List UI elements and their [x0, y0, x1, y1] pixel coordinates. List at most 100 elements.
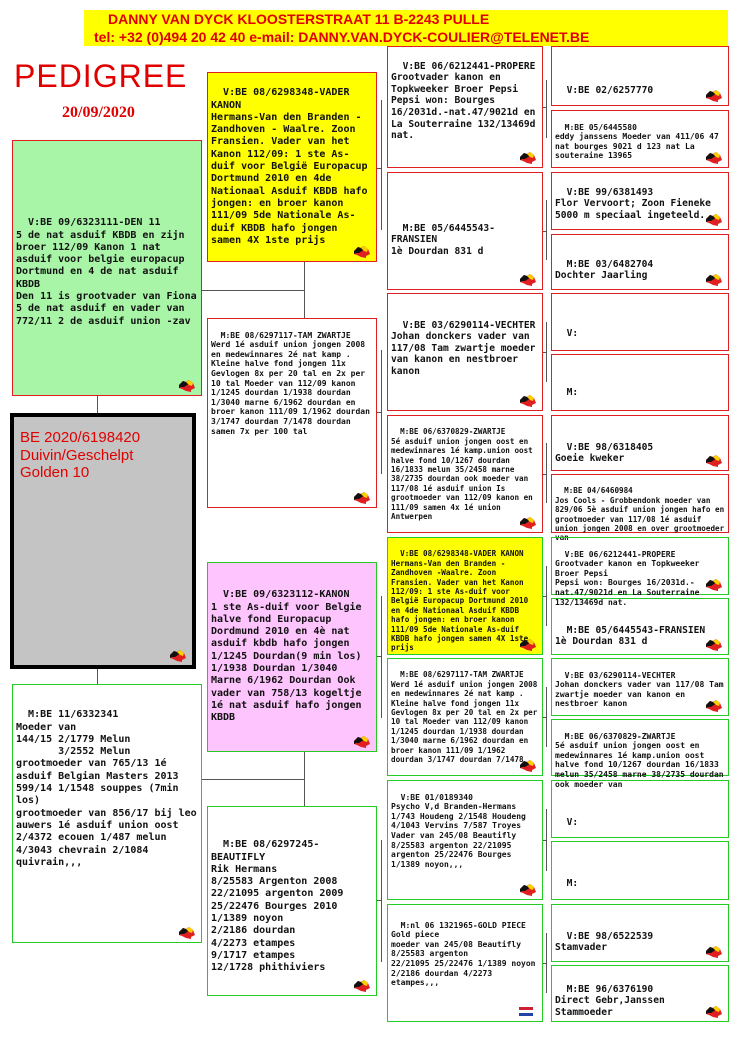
belgium-flag-icon: [518, 516, 538, 530]
header-address: DANNY VAN DYCK KLOOSTERSTRAAT 11 B-2243 …: [108, 11, 490, 27]
belgium-flag-icon: [518, 883, 538, 897]
gen4-dsss-box: V:BE 06/6212441-PROPERE Grootvader kanon…: [551, 537, 729, 607]
connector-line: [304, 752, 305, 806]
connector-line: [377, 412, 382, 413]
belgium-flag-icon: [352, 245, 372, 259]
connector-line: [377, 900, 382, 901]
sire-text: V:BE 09/6323111-DEN 11 5 de nat asduif K…: [16, 217, 197, 327]
subject-box: BE 2020/6198420 Duivin/Geschelpt Golden …: [10, 413, 196, 669]
belgium-flag-icon: [704, 89, 724, 103]
belgium-flag-icon: [518, 273, 538, 287]
gen3-dss-text: V:BE 08/6298348-VADER KANON Hermans-Van …: [391, 549, 529, 653]
gen3-dds-text: V:BE 01/0189340 Psycho V,d Branden-Herma…: [391, 792, 526, 869]
connector-line: [543, 231, 547, 232]
sire-sire-box: V:BE 08/6298348-VADER KANON Hermans-Van …: [207, 72, 377, 262]
belgium-flag-icon: [704, 213, 724, 227]
gen4-ddds-text: V:BE 98/6522539 Stamvader: [555, 930, 654, 954]
gen4-ddsd-text: M:: [566, 877, 579, 889]
gen3-sdd-box: M:BE 06/6370829-ZWARTJE 5é asduif union …: [387, 415, 543, 533]
connector-line: [202, 779, 305, 780]
belgium-flag-icon: [518, 759, 538, 773]
connector-line: [546, 566, 547, 626]
gen3-ddd-box: M:nl 06 1321965-GOLD PIECE Gold piece mo…: [387, 904, 543, 1022]
gen4-ddss-box: V:: [551, 780, 729, 838]
belgium-flag-icon: [352, 735, 372, 749]
connector-line: [543, 352, 547, 353]
gen3-dsd-box: M:BE 08/6297117-TAM ZWARTJE Werd 1é asdu…: [387, 658, 543, 776]
gen3-sdd-text: M:BE 06/6370829-ZWARTJE 5é asduif union …: [391, 427, 533, 522]
gen4-dddd-text: M:BE 96/6376190 Direct Gebr,Janssen Stam…: [555, 983, 665, 1018]
gen4-sssd-box: M:BE 05/6445580 eddy janssens Moeder van…: [551, 110, 729, 168]
gen4-dddd-box: M:BE 96/6376190 Direct Gebr,Janssen Stam…: [551, 965, 729, 1022]
belgium-flag-icon: [704, 638, 724, 652]
gen4-sdsd-text: M:: [566, 386, 579, 398]
connector-line: [304, 262, 305, 318]
gen4-ssdd-box: M:BE 03/6482704 Dochter Jaarling: [551, 234, 729, 290]
gen3-dsd-text: M:BE 08/6297117-TAM ZWARTJE Werd 1é asdu…: [391, 670, 538, 765]
gen4-dsds-box: V:BE 03/6290114-VECHTER Johan donckers v…: [551, 658, 729, 716]
sire-dam-box: M:BE 08/6297117-TAM ZWARTJE Werd 1é asdu…: [207, 318, 377, 508]
gen4-ddds-box: V:BE 98/6522539 Stamvader: [551, 904, 729, 962]
gen3-sss-box: V:BE 06/6212441-PROPERE Grootvader kanon…: [387, 46, 543, 168]
gen3-sss-text: V:BE 06/6212441-PROPERE Grootvader kanon…: [391, 60, 536, 142]
connector-line: [381, 100, 382, 230]
dam-box: M:BE 11/6332341 Moeder van 144/15 2/1779…: [12, 684, 202, 943]
connector-line: [543, 107, 547, 108]
gen3-sds-box: V:BE 03/6290114-VECHTER Johan donckers v…: [387, 293, 543, 411]
belgium-flag-icon: [177, 379, 197, 393]
connector-line: [381, 596, 382, 718]
connector-line: [543, 717, 547, 718]
connector-line: [97, 396, 98, 413]
belgium-flag-icon: [704, 945, 724, 959]
gen4-dsds-text: V:BE 03/6290114-VECHTER Johan donckers v…: [555, 670, 724, 709]
belgium-flag-icon: [518, 638, 538, 652]
pedigree-date: 20/09/2020: [62, 104, 135, 121]
gen4-ssds-box: V:BE 99/6381493 Flor Vervoort; Zoon Fien…: [551, 172, 729, 230]
subject-text: BE 2020/6198420 Duivin/Geschelpt Golden …: [20, 429, 141, 481]
gen3-dds-box: V:BE 01/0189340 Psycho V,d Branden-Herma…: [387, 780, 543, 900]
connector-line: [381, 350, 382, 474]
belgium-flag-icon: [352, 979, 372, 993]
header-banner: DANNY VAN DYCK KLOOSTERSTRAAT 11 B-2243 …: [84, 10, 728, 46]
gen4-sddd-text: M:BE 04/6460984 Jos Cools - Grobbendonk …: [555, 486, 725, 543]
dam-text: M:BE 11/6332341 Moeder van 144/15 2/1779…: [16, 709, 197, 868]
gen3-ssd-box: M:BE 05/6445543-FRANSIEN 1è Dourdan 831 …: [387, 172, 543, 290]
gen3-dss-box: V:BE 08/6298348-VADER KANON Hermans-Van …: [387, 537, 543, 655]
gen4-ssdd-text: M:BE 03/6482704 Dochter Jaarling: [555, 258, 654, 282]
dam-dam-text: M:BE 08/6297245-BEAUTIFLY Rik Hermans 8/…: [211, 839, 344, 974]
gen4-sssd-text: M:BE 05/6445580 eddy janssens Moeder van…: [555, 122, 719, 161]
connector-line: [543, 474, 547, 475]
connector-line: [546, 933, 547, 993]
header-contact: tel: +32 (0)494 20 42 40 e-mail: DANNY.V…: [94, 29, 590, 45]
belgium-flag-icon: [352, 491, 372, 505]
belgium-flag-icon: [518, 394, 538, 408]
connector-line: [546, 80, 547, 138]
connector-line: [543, 596, 547, 597]
connector-line: [202, 290, 305, 291]
gen4-sdsd-box: M:: [551, 354, 729, 411]
dam-sire-box: V:BE 09/6323112-KANON 1 ste As-duif voor…: [207, 562, 377, 752]
gen4-ssss-text: V:BE 02/6257770: [566, 84, 654, 96]
gen4-ssss-box: V:BE 02/6257770: [551, 46, 729, 106]
connector-line: [543, 963, 547, 964]
gen4-sdds-text: V:BE 98/6318405 Goeie kweker: [555, 441, 654, 465]
gen3-ddd-text: M:nl 06 1321965-GOLD PIECE Gold piece mo…: [391, 920, 536, 988]
gen4-dsss-text: V:BE 06/6212441-PROPERE Grootvader kanon…: [555, 549, 700, 607]
connector-line: [546, 443, 547, 503]
gen4-dsdd-box: M:BE 06/6370829-ZWARTJE 5é asduif union …: [551, 719, 729, 789]
dam-sire-text: V:BE 09/6323112-KANON 1 ste As-duif voor…: [211, 589, 362, 724]
gen4-sdss-box: V:: [551, 293, 729, 351]
gen4-ddss-text: V:: [566, 816, 579, 828]
gen3-sds-text: V:BE 03/6290114-VECHTER Johan donckers v…: [391, 319, 536, 377]
sire-box: V:BE 09/6323111-DEN 11 5 de nat asduif K…: [12, 140, 202, 396]
connector-line: [543, 840, 547, 841]
belgium-flag-icon: [168, 649, 188, 663]
gen4-sdss-text: V:: [566, 327, 579, 339]
gen4-dssd-box: M:BE 05/6445543-FRANSIEN 1è Dourdan 831 …: [551, 598, 729, 655]
dam-dam-box: M:BE 08/6297245-BEAUTIFLY Rik Hermans 8/…: [207, 806, 377, 996]
belgium-flag-icon: [704, 151, 724, 165]
connector-line: [546, 809, 547, 871]
belgium-flag-icon: [704, 273, 724, 287]
belgium-flag-icon: [518, 151, 538, 165]
gen4-ssds-text: V:BE 99/6381493 Flor Vervoort; Zoon Fien…: [555, 186, 711, 221]
